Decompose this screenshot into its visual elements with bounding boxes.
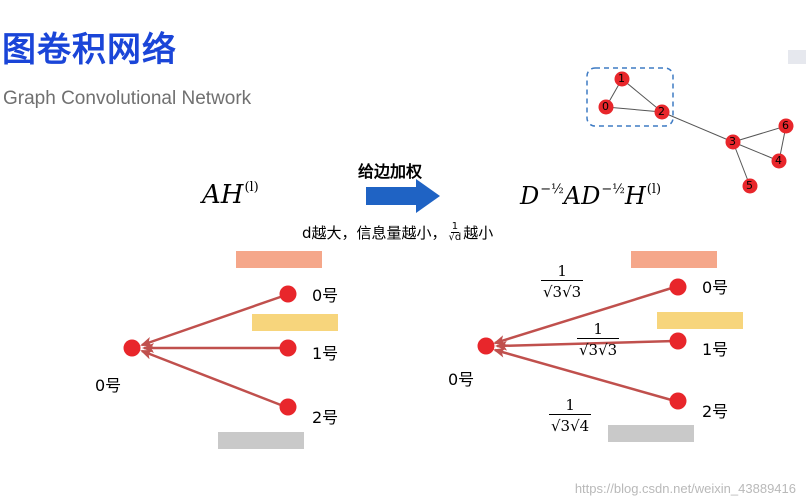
note-prefix: d越大，信息量越小， [302,224,447,242]
left-edge-0 [140,293,287,347]
graph-node-1 [614,71,630,87]
right-weight-0: 1 √3√3 [541,262,584,301]
graph-node-3 [725,134,741,150]
left-source-label-1: 1号 [312,344,339,363]
graph-node-label-3: 3 [729,135,736,148]
left-edge-2 [140,349,287,409]
graph-node-label-6: 6 [782,119,789,132]
right-edge-0 [493,285,676,345]
left-nodes [123,285,297,416]
graph-edges [605,78,787,187]
right-edges [493,285,676,403]
right-source-node-2 [669,392,687,410]
page-title: 图卷积网络 [2,30,177,70]
right-weight-0-num: 1 [557,262,567,280]
watermark: https://blog.csdn.net/weixin_43889416 [574,481,796,496]
degree-note: d越大，信息量越小， 1 √d 越小 [302,222,493,243]
slide-decoration [788,50,806,64]
formula-left: AH(l) [202,180,259,210]
right-bar-0 [631,251,717,268]
formula-left-base: AH [202,180,244,210]
formula-right-h: H [624,182,646,210]
formula-right-exp2: −½ [601,182,625,197]
right-source-label-0: 0号 [702,278,729,297]
formula-left-sup: (l) [244,180,259,196]
graph-node-6 [778,118,794,134]
right-weight-1-num: 1 [593,320,603,338]
graph-nodes [598,71,794,194]
note-fraction: 1 √d [449,222,462,243]
left-source-node-2 [279,398,297,416]
right-bar-2 [608,425,694,442]
right-target-node [477,337,495,355]
right-weight-2: 1 √3√4 [549,396,592,435]
right-edge-1 [495,339,676,351]
graph-node-label-4: 4 [775,154,782,167]
right-source-label-1: 1号 [702,340,729,359]
right-bar-1 [657,312,743,329]
left-target-label: 0号 [95,376,122,395]
left-bar-2 [218,432,304,449]
right-source-node-1 [669,332,687,350]
formula-right-mid: AD [563,182,601,210]
formula-right-sup: (l) [646,182,662,197]
left-target-node [123,339,141,357]
left-bar-1 [252,314,338,331]
right-edge-2 [493,347,676,403]
right-weight-2-num: 1 [565,396,575,414]
right-weight-2-den: √3√4 [549,414,592,435]
note-suffix: 越小 [463,224,494,242]
right-target-label: 0号 [448,370,475,389]
right-nodes [477,278,687,410]
selection-box [586,67,674,127]
right-source-label-2: 2号 [702,402,729,421]
transform-arrow [366,179,440,213]
right-source-node-0 [669,278,687,296]
graph-node-label-2: 2 [658,105,665,118]
graph-node-label-1: 1 [618,72,625,85]
left-edges [140,293,287,409]
left-source-node-0 [279,285,297,303]
arrow-label: 给边加权 [358,162,423,181]
right-weight-1: 1 √3√3 [577,320,620,359]
graph-node-2 [654,104,670,120]
graph-node-0 [598,99,614,115]
left-source-label-2: 2号 [312,408,339,427]
graph-node-4 [771,153,787,169]
note-frac-den: √d [448,232,462,243]
left-bar-0 [236,251,322,268]
formula-right-d1: D [520,182,540,210]
graph-node-label-5: 5 [746,179,753,192]
graph-node-label-0: 0 [602,100,609,113]
page-subtitle: Graph Convolutional Network [3,88,252,109]
left-source-label-0: 0号 [312,286,339,305]
formula-right: D−½AD−½H(l) [520,182,661,210]
left-source-node-1 [279,339,297,357]
right-weight-1-den: √3√3 [577,338,620,359]
right-weight-0-den: √3√3 [541,280,584,301]
graph-node-5 [742,178,758,194]
formula-right-exp1: −½ [540,182,564,197]
note-frac-num: 1 [450,221,460,233]
